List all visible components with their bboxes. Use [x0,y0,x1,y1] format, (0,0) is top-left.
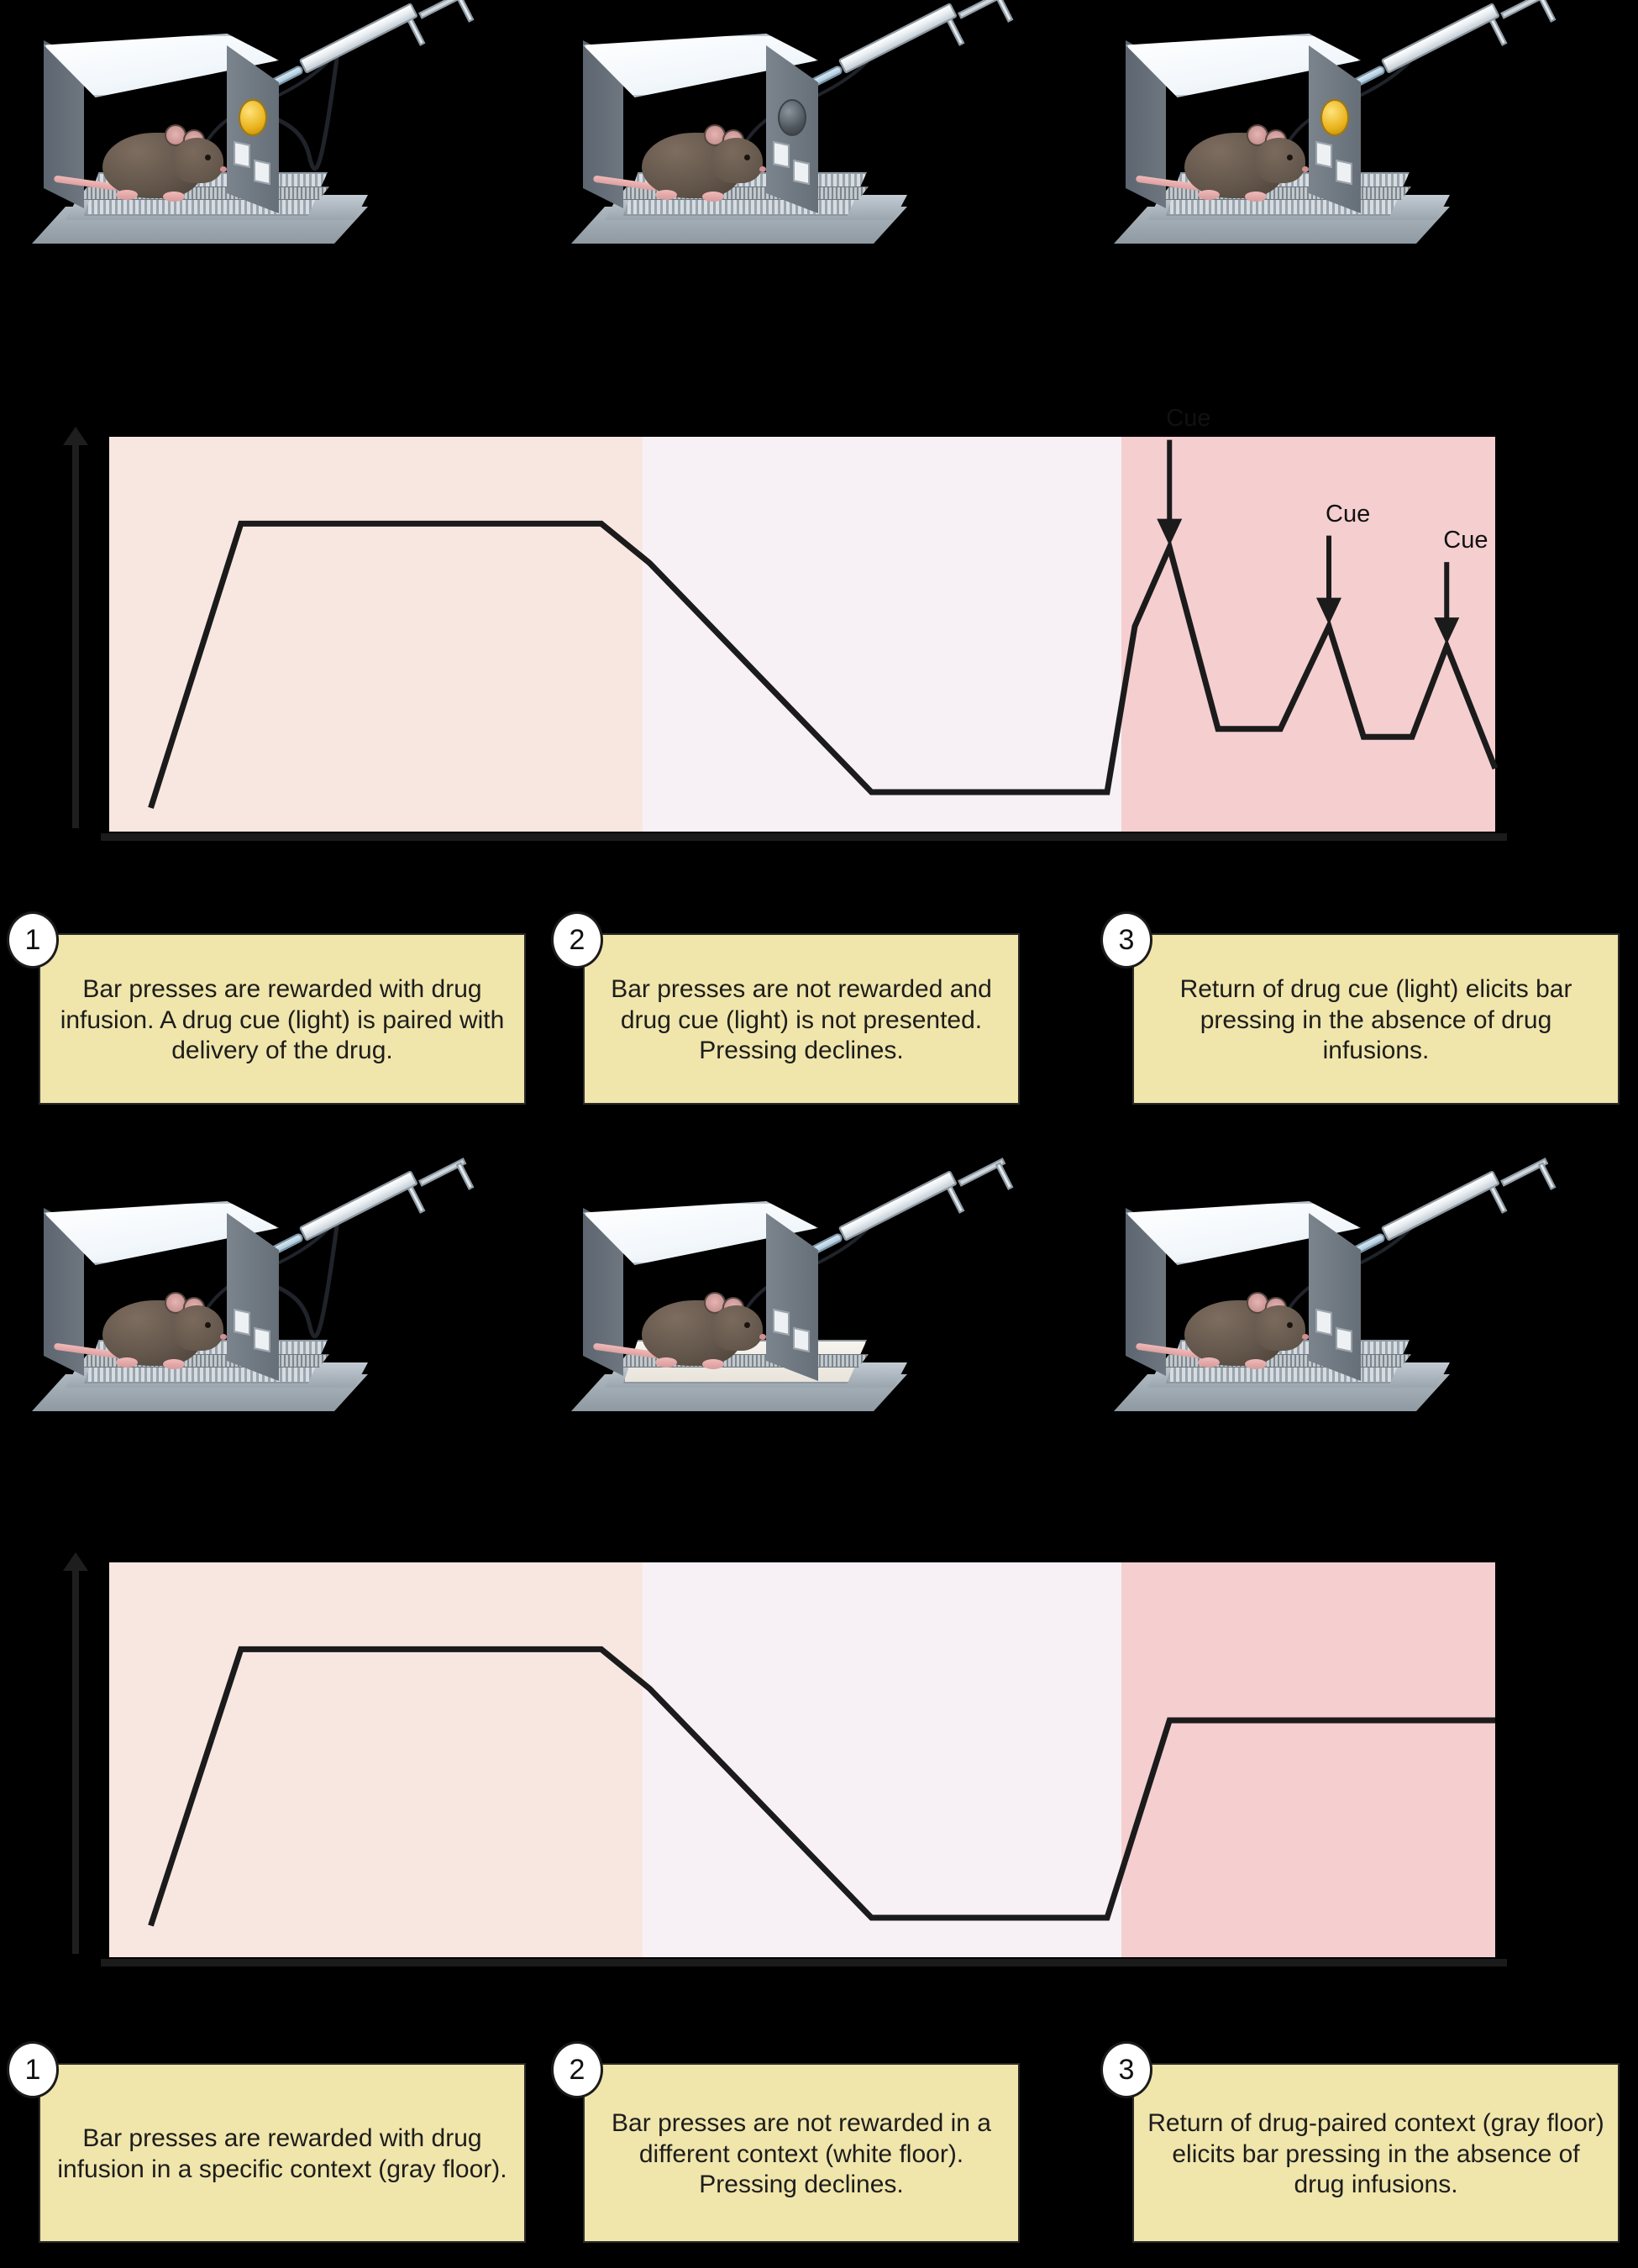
mouse-head [712,1305,763,1351]
mouse-head [173,1305,223,1351]
reward-port [1336,1326,1352,1353]
caption-box-2: Bar presses are not rewarded in a differ… [583,2063,1020,2243]
y-axis-line [72,1566,79,1954]
phase-band-2 [1121,1562,1495,1957]
phase-label-0: Self-administration [285,408,467,433]
chamber-row-1 [0,1158,1638,1529]
mouse-head [712,138,763,183]
cue-annotation-label-2: Cue [1443,527,1488,554]
caption-row-0: Bar presses are rewarded with drug infus… [0,911,1638,1113]
chamber-row-0 [0,0,1638,361]
x-axis-line [101,833,1507,841]
mouse-head [1255,138,1305,183]
cue-annotation-label-0: Cue [1166,404,1211,432]
y-axis-arrowhead-icon [63,427,88,445]
phase-label-1: Extinction [834,408,930,433]
caption-text-1: Bar presses are rewarded with drug infus… [57,2124,507,2183]
caption-box-1: Bar presses are rewarded with drug infus… [39,933,526,1105]
mouse-eye [744,1322,750,1328]
chamber-self-administration [25,1158,546,1529]
mouse-hind-foot [116,1357,138,1368]
lever-bar [773,140,790,169]
lever-bar [234,1308,250,1336]
chart-panel-0: Self-administration Extinction Reinstateme… [0,395,1638,932]
lever-bar [1315,1308,1332,1336]
mouse-eye [205,155,211,160]
chamber-extinction [564,0,1085,361]
cue-light-on-icon [239,99,267,136]
mouse-fore-foot [702,192,724,202]
mouse-hind-foot [1198,190,1220,200]
caption-box-1: Bar presses are rewarded with drug infus… [39,2063,526,2243]
reward-port [793,1326,810,1353]
reward-port [793,159,810,186]
data-series-bar-presses [148,439,1499,809]
lever-bar [773,1308,790,1336]
reward-port [254,1326,270,1353]
mouse-nose [759,166,766,172]
caption-text-2: Bar presses are not rewarded and drug cu… [611,975,992,1065]
data-series-bar-presses [148,1646,1495,1927]
phase-label-0: Self-administration [285,1534,467,1559]
lever-bar [234,140,250,169]
mouse-head [173,138,223,183]
mouse-hind-foot [116,190,138,200]
caption-row-1: Bar presses are rewarded with drug infus… [0,2041,1638,2251]
cue-light-on-icon [1320,99,1349,136]
mouse-nose [220,166,227,172]
caption-text-3: Return of drug cue (light) elicits bar p… [1179,975,1572,1065]
mouse-hind-foot [655,190,677,200]
caption-number-2[interactable]: 2 [551,911,603,969]
caption-box-3: Return of drug cue (light) elicits bar p… [1132,933,1620,1105]
phase-label-1: Extinction [834,1534,930,1559]
mouse-nose [1302,1334,1309,1340]
mouse-eye [744,155,750,160]
mouse-eye [1287,155,1293,160]
caption-box-3: Return of drug-paired context (gray floo… [1132,2063,1620,2243]
chamber-reinstatement [1107,0,1628,361]
phase-label-2: Reinstatement [1237,1534,1379,1559]
mouse-eye [205,1322,211,1328]
mouse-nose [220,1334,227,1340]
mouse-fore-foot [1245,1359,1267,1369]
chamber-self-administration [25,0,546,361]
mouse-hind-foot [1198,1357,1220,1368]
lever-bar [1315,140,1332,169]
y-axis-line [72,440,79,828]
mouse-eye [1287,1322,1293,1328]
cue-light-off-icon [778,99,806,136]
mouse-nose [1302,166,1309,172]
caption-number-3[interactable]: 3 [1100,911,1152,969]
caption-number-1[interactable]: 1 [7,911,59,969]
caption-box-2: Bar presses are not rewarded and drug cu… [583,933,1020,1105]
caption-number-3[interactable]: 3 [1100,2041,1152,2098]
caption-number-1[interactable]: 1 [7,2041,59,2098]
mouse-fore-foot [163,1359,185,1369]
chart-panel-1: Self-administration Extinction Reinstateme… [0,1520,1638,2058]
reward-port [254,159,270,186]
chamber-extinction [564,1158,1085,1529]
phase-band-0 [109,437,643,832]
cue-annotation-label-1: Cue [1326,500,1371,528]
mouse-fore-foot [163,192,185,202]
mouse-nose [759,1334,766,1340]
phase-label-2: Reinstatement [1237,408,1379,433]
mouse-fore-foot [1245,192,1267,202]
mouse-head [1255,1305,1305,1351]
caption-text-1: Bar presses are rewarded with drug infus… [60,975,505,1065]
reward-port [1336,159,1352,186]
phase-band-2 [1121,437,1495,832]
x-axis-line [101,1959,1507,1966]
caption-number-2[interactable]: 2 [551,2041,603,2098]
mouse-hind-foot [655,1357,677,1368]
caption-text-3: Return of drug-paired context (gray floo… [1147,2109,1604,2199]
y-axis-arrowhead-icon [63,1552,88,1571]
mouse-fore-foot [702,1359,724,1369]
chamber-reinstatement [1107,1158,1628,1529]
caption-text-2: Bar presses are not rewarded in a differ… [612,2109,991,2199]
phase-band-0 [109,1562,643,1957]
